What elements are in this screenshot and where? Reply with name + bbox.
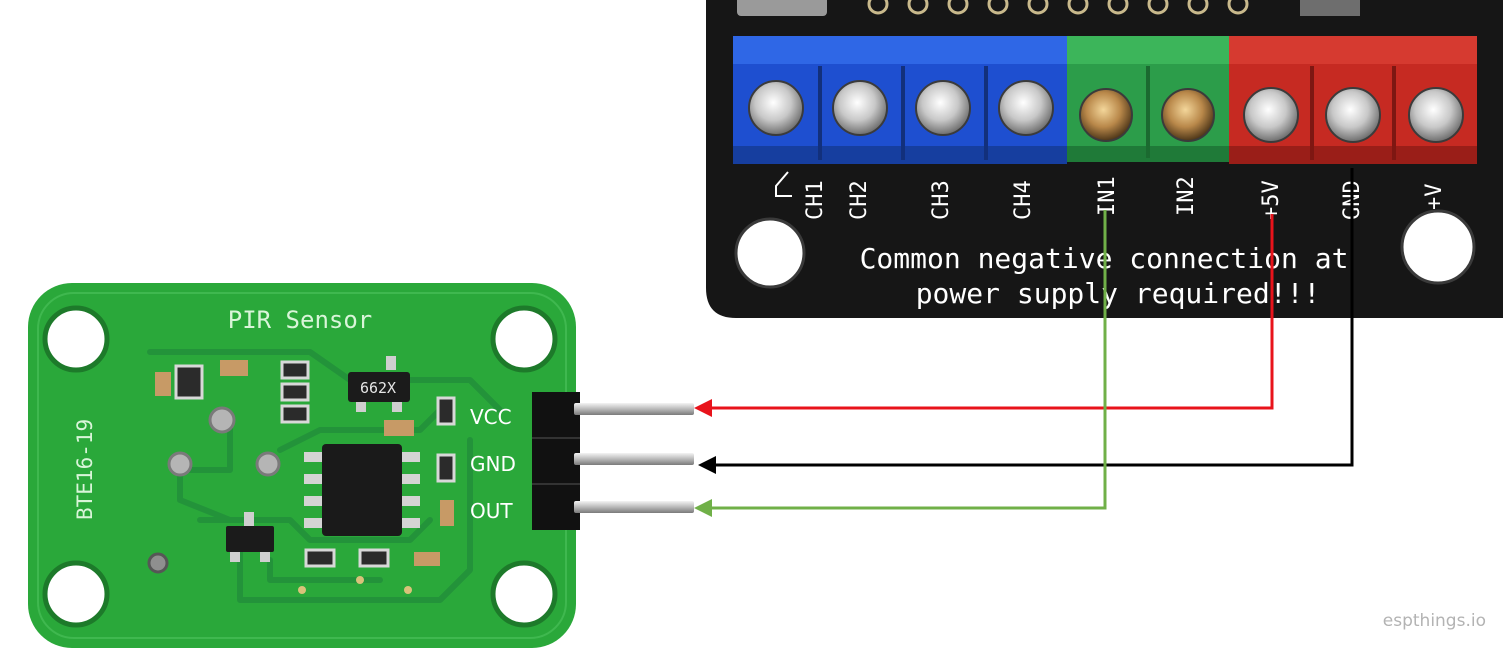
main-ic [304, 444, 420, 536]
arrow-out [694, 499, 712, 517]
transistor-sot [226, 526, 274, 552]
pir-sensor-module: PIR Sensor BTE16-19 662X [28, 283, 694, 648]
mounting-hole [490, 305, 558, 373]
screw-ch3 [915, 80, 971, 136]
capacitor [440, 500, 454, 526]
pin-label-vcc: VCC [470, 405, 512, 429]
screw-v [1408, 87, 1464, 143]
terminal-label-ch2: CH2 [847, 180, 872, 220]
header-pin-out [574, 501, 694, 513]
mounting-hole [734, 217, 806, 289]
pir-model-label: BTE16-19 [73, 419, 97, 520]
header-pin-vcc [574, 403, 694, 415]
watermark: espthings.io [1383, 611, 1486, 631]
capacitor [220, 360, 248, 376]
pir-pin-labels: VCC GND OUT [470, 405, 516, 523]
resistor [436, 453, 456, 483]
transistor-marking: 662X [360, 379, 396, 397]
mounting-hole [490, 560, 558, 628]
terminal-label-in2: IN2 [1174, 176, 1199, 216]
driver-board: CH1 CH2 CH3 CH4 IN1 IN2 +5V GND +V Commo… [706, 0, 1503, 318]
screw-in1 [1079, 88, 1133, 142]
arrow-gnd [698, 456, 716, 474]
terminal-label-in1: IN1 [1095, 176, 1120, 216]
terminal-screws [748, 80, 1464, 143]
mounting-hole [42, 560, 110, 628]
pin-header [532, 392, 694, 530]
terminal-labels: CH1 CH2 CH3 CH4 IN1 IN2 +5V GND +V [803, 176, 1447, 220]
resistor [280, 360, 310, 380]
capacitor [414, 552, 440, 566]
resistor [174, 364, 204, 400]
transistor-ic [348, 372, 410, 402]
silkscreen-bracket [775, 171, 792, 197]
pir-title: PIR Sensor [228, 306, 373, 334]
pin-label-out: OUT [470, 499, 513, 523]
terminal-label-v: +V [1422, 184, 1447, 211]
wire-5v-to-vcc [708, 214, 1274, 410]
resistor [304, 548, 336, 568]
arrow-vcc [694, 399, 712, 417]
resistor [280, 382, 310, 402]
terminal-label-ch3: CH3 [929, 180, 954, 220]
screw-ch1 [748, 80, 804, 136]
screw-ch4 [998, 80, 1054, 136]
terminal-label-5v: +5V [1259, 180, 1284, 220]
screw-ch2 [832, 80, 888, 136]
wire-in1-to-out [710, 210, 1107, 510]
resistor [280, 404, 310, 424]
wires [694, 168, 1354, 517]
notice-line-2: power supply required!!! [916, 277, 1321, 310]
terminal-label-ch1: CH1 [803, 180, 828, 220]
resistor [358, 548, 390, 568]
capacitor [384, 420, 414, 436]
header-pin-gnd [574, 453, 694, 465]
screw-gnd [1325, 87, 1381, 143]
smd-components: 662X [155, 356, 456, 568]
mounting-hole [1400, 209, 1476, 285]
resistor [436, 396, 456, 426]
screw-5v [1243, 87, 1299, 143]
terminal-label-ch4: CH4 [1011, 180, 1036, 220]
screw-in2 [1161, 88, 1215, 142]
pin-label-gnd: GND [470, 452, 516, 476]
sensor-pads [147, 406, 412, 594]
capacitor [155, 372, 171, 396]
mounting-hole [42, 305, 110, 373]
wire-gnd-to-gnd [714, 168, 1354, 467]
header-pins [737, 0, 1360, 16]
